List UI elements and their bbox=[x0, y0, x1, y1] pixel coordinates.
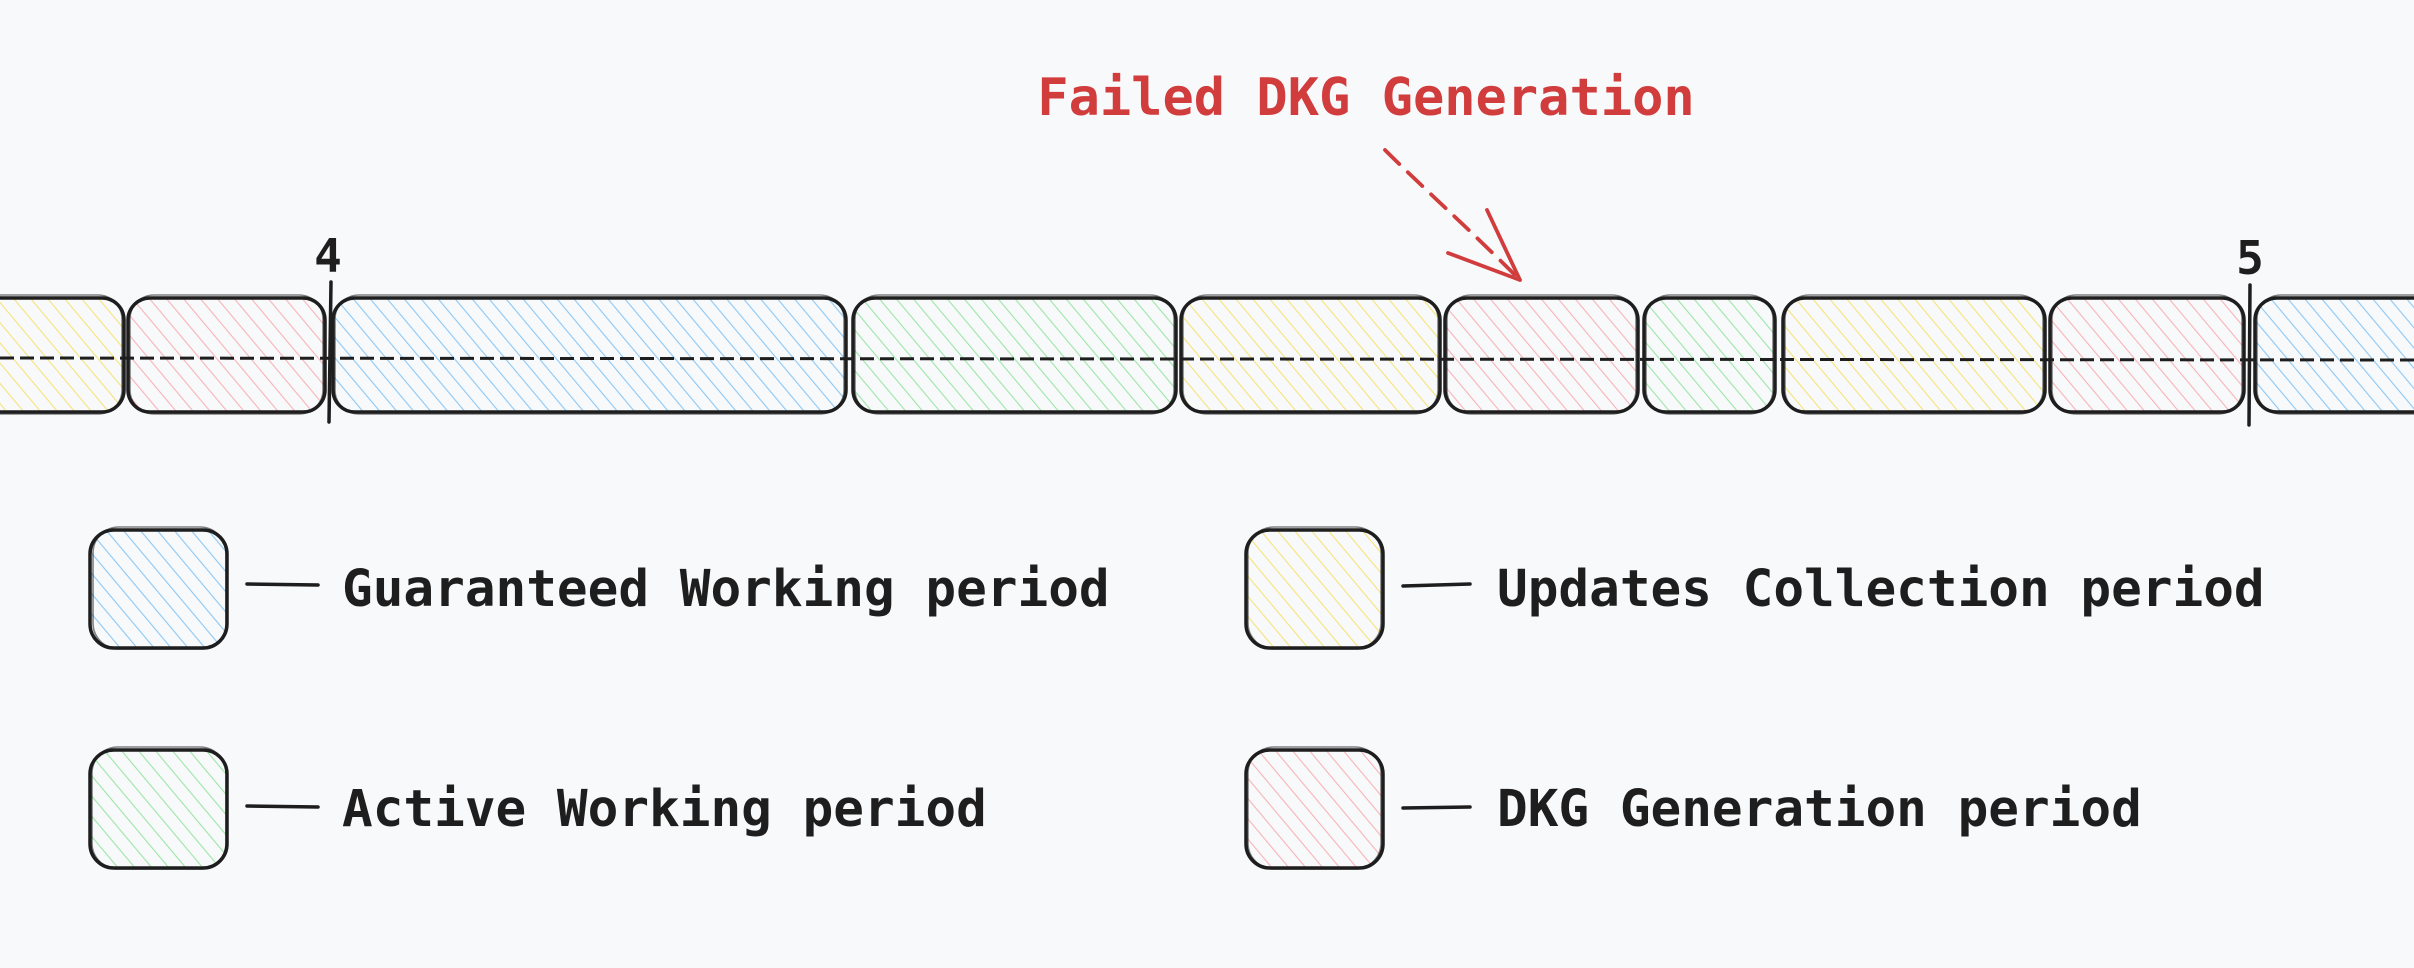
boundary-label-4: 4 bbox=[314, 229, 342, 283]
timeline-segment-dkg-failed bbox=[1443, 294, 1640, 415]
timeline-segment-dkg bbox=[2048, 294, 2246, 415]
legend-label-dkg: DKG Generation period bbox=[1497, 780, 2142, 839]
timeline-segment-active bbox=[1642, 294, 1777, 415]
timeline-segment-updates bbox=[1179, 294, 1442, 415]
boundary-tick-4: 4 bbox=[314, 229, 342, 424]
failed-dkg-label: Failed DKG Generation bbox=[1037, 68, 1694, 128]
legend-item-dkg: DKG Generation period bbox=[1244, 746, 2142, 870]
legend: Guaranteed Working period Updates Collec… bbox=[88, 526, 2265, 870]
failed-dkg-arrow-icon bbox=[1383, 148, 1522, 282]
timeline-segment-guaranteed bbox=[331, 294, 848, 415]
timeline-segment-active bbox=[851, 294, 1178, 415]
timeline-axis-line bbox=[0, 356, 2414, 362]
failed-dkg-annotation: Failed DKG Generation bbox=[1037, 68, 1695, 282]
legend-label-guaranteed: Guaranteed Working period bbox=[342, 560, 1110, 619]
timeline-segments bbox=[0, 294, 2414, 415]
timeline-segment-guaranteed bbox=[2253, 294, 2414, 415]
legend-item-guaranteed: Guaranteed Working period bbox=[88, 526, 1110, 650]
timeline-segment-updates bbox=[0, 294, 126, 415]
legend-item-active: Active Working period bbox=[88, 746, 987, 870]
legend-label-active: Active Working period bbox=[342, 780, 987, 839]
timeline-segment-dkg bbox=[126, 294, 327, 415]
boundary-label-5: 5 bbox=[2236, 231, 2264, 285]
timeline-segment-updates bbox=[1781, 294, 2047, 415]
legend-item-updates: Updates Collection period bbox=[1244, 526, 2265, 650]
boundary-tick-5: 5 bbox=[2236, 231, 2264, 427]
legend-label-updates: Updates Collection period bbox=[1497, 560, 2265, 619]
